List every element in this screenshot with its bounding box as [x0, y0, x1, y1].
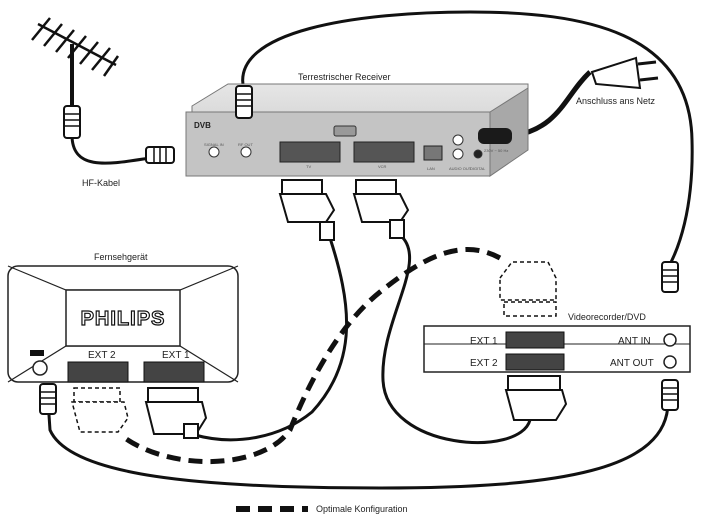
rf-out-label: RF OUT — [238, 142, 253, 147]
tv-antenna-plug-icon — [39, 383, 57, 415]
legend-label: Optimale Konfiguration — [316, 504, 408, 514]
lan-port[interactable] — [423, 145, 443, 161]
tv-brand: PHILIPS — [81, 308, 166, 330]
audio-port-bottom[interactable] — [452, 148, 464, 160]
vcr-antenna-out-plug-icon — [661, 379, 679, 411]
antenna-icon — [31, 17, 120, 108]
tv-screen — [65, 289, 181, 347]
audio-port-top[interactable] — [452, 134, 464, 146]
receiver-vcr-scart[interactable] — [353, 141, 415, 163]
vcr-ant-in-port[interactable] — [663, 333, 677, 347]
scart-plug-tv-ext1-icon — [144, 387, 208, 439]
tv: PHILIPS EXT 2 EXT 1 — [7, 265, 239, 383]
signal-in-port[interactable] — [208, 146, 220, 158]
tv-ext2-scart[interactable] — [67, 361, 129, 383]
tv-antenna-port-icon — [30, 350, 44, 356]
receiver-antenna-plug-icon — [235, 85, 253, 119]
hf-cable-plug-icon — [145, 146, 175, 164]
scart-plug-vcr-ext2-icon — [504, 375, 568, 421]
optical-label: DIGITAL — [470, 166, 486, 171]
audio-label: AUDIO OUT — [449, 166, 472, 171]
antenna-cable-vcr-to-tv — [46, 399, 670, 490]
vcr-ext1-scart[interactable] — [505, 331, 565, 349]
tv-label: Fernsehgerät — [94, 252, 148, 262]
tv-rf-in-port[interactable] — [32, 360, 48, 376]
receiver-tv-port-label: TV — [306, 164, 311, 169]
serial-port[interactable] — [333, 125, 357, 137]
scart-plug-receiver-vcr-icon — [352, 179, 410, 239]
rf-out-port[interactable] — [240, 146, 252, 158]
signal-in-label: SIGNAL IN — [204, 142, 224, 147]
vcr-antenna-in-plug-icon — [661, 261, 679, 293]
power-label: 230V ~ 50 Hz — [484, 148, 508, 153]
vcr-ext2-scart[interactable] — [505, 353, 565, 371]
vcr-label: Videorecorder/DVD — [568, 312, 646, 322]
receiver: DVB SIGNAL IN RF OUT TV VCR LAN AUDIO OU… — [185, 83, 529, 177]
scart-cable-receiver-to-tv — [194, 237, 349, 442]
hf-cable-label: HF-Kabel — [82, 178, 120, 188]
hf-cable — [70, 134, 151, 165]
scart-cable-optimal-dashed — [120, 247, 502, 465]
scart-plug-vcr-ext1-dashed-icon — [499, 261, 557, 317]
scart-plug-receiver-tv-icon — [278, 179, 336, 241]
tv-ext1-scart[interactable] — [143, 361, 205, 383]
mains-label: Anschluss ans Netz — [576, 96, 656, 106]
vcr: EXT 1 EXT 2 ANT IN ANT OUT — [423, 325, 691, 373]
vcr-ext1-label: EXT 1 — [470, 336, 498, 347]
scart-plug-tv-ext2-dashed-icon — [71, 387, 129, 433]
vcr-ext2-label: EXT 2 — [470, 358, 498, 369]
tv-ext2-label: EXT 2 — [88, 350, 116, 361]
receiver-tv-scart[interactable] — [279, 141, 341, 163]
lan-label: LAN — [427, 166, 435, 171]
antenna-cable-receiver-to-vcr — [241, 10, 694, 269]
vcr-ant-out-port[interactable] — [663, 355, 677, 369]
vcr-ant-in-label: ANT IN — [618, 336, 651, 347]
power-socket[interactable] — [478, 128, 512, 144]
receiver-vcr-port-label: VCR — [378, 164, 387, 169]
receiver-label: Terrestrischer Receiver — [298, 72, 391, 82]
antenna-plug-icon — [63, 105, 81, 139]
receiver-logo: DVB — [194, 121, 211, 130]
optical-port[interactable] — [473, 149, 483, 159]
vcr-ant-out-label: ANT OUT — [610, 358, 654, 369]
mains-plug-icon — [590, 56, 659, 90]
tv-ext1-label: EXT 1 — [162, 350, 190, 361]
